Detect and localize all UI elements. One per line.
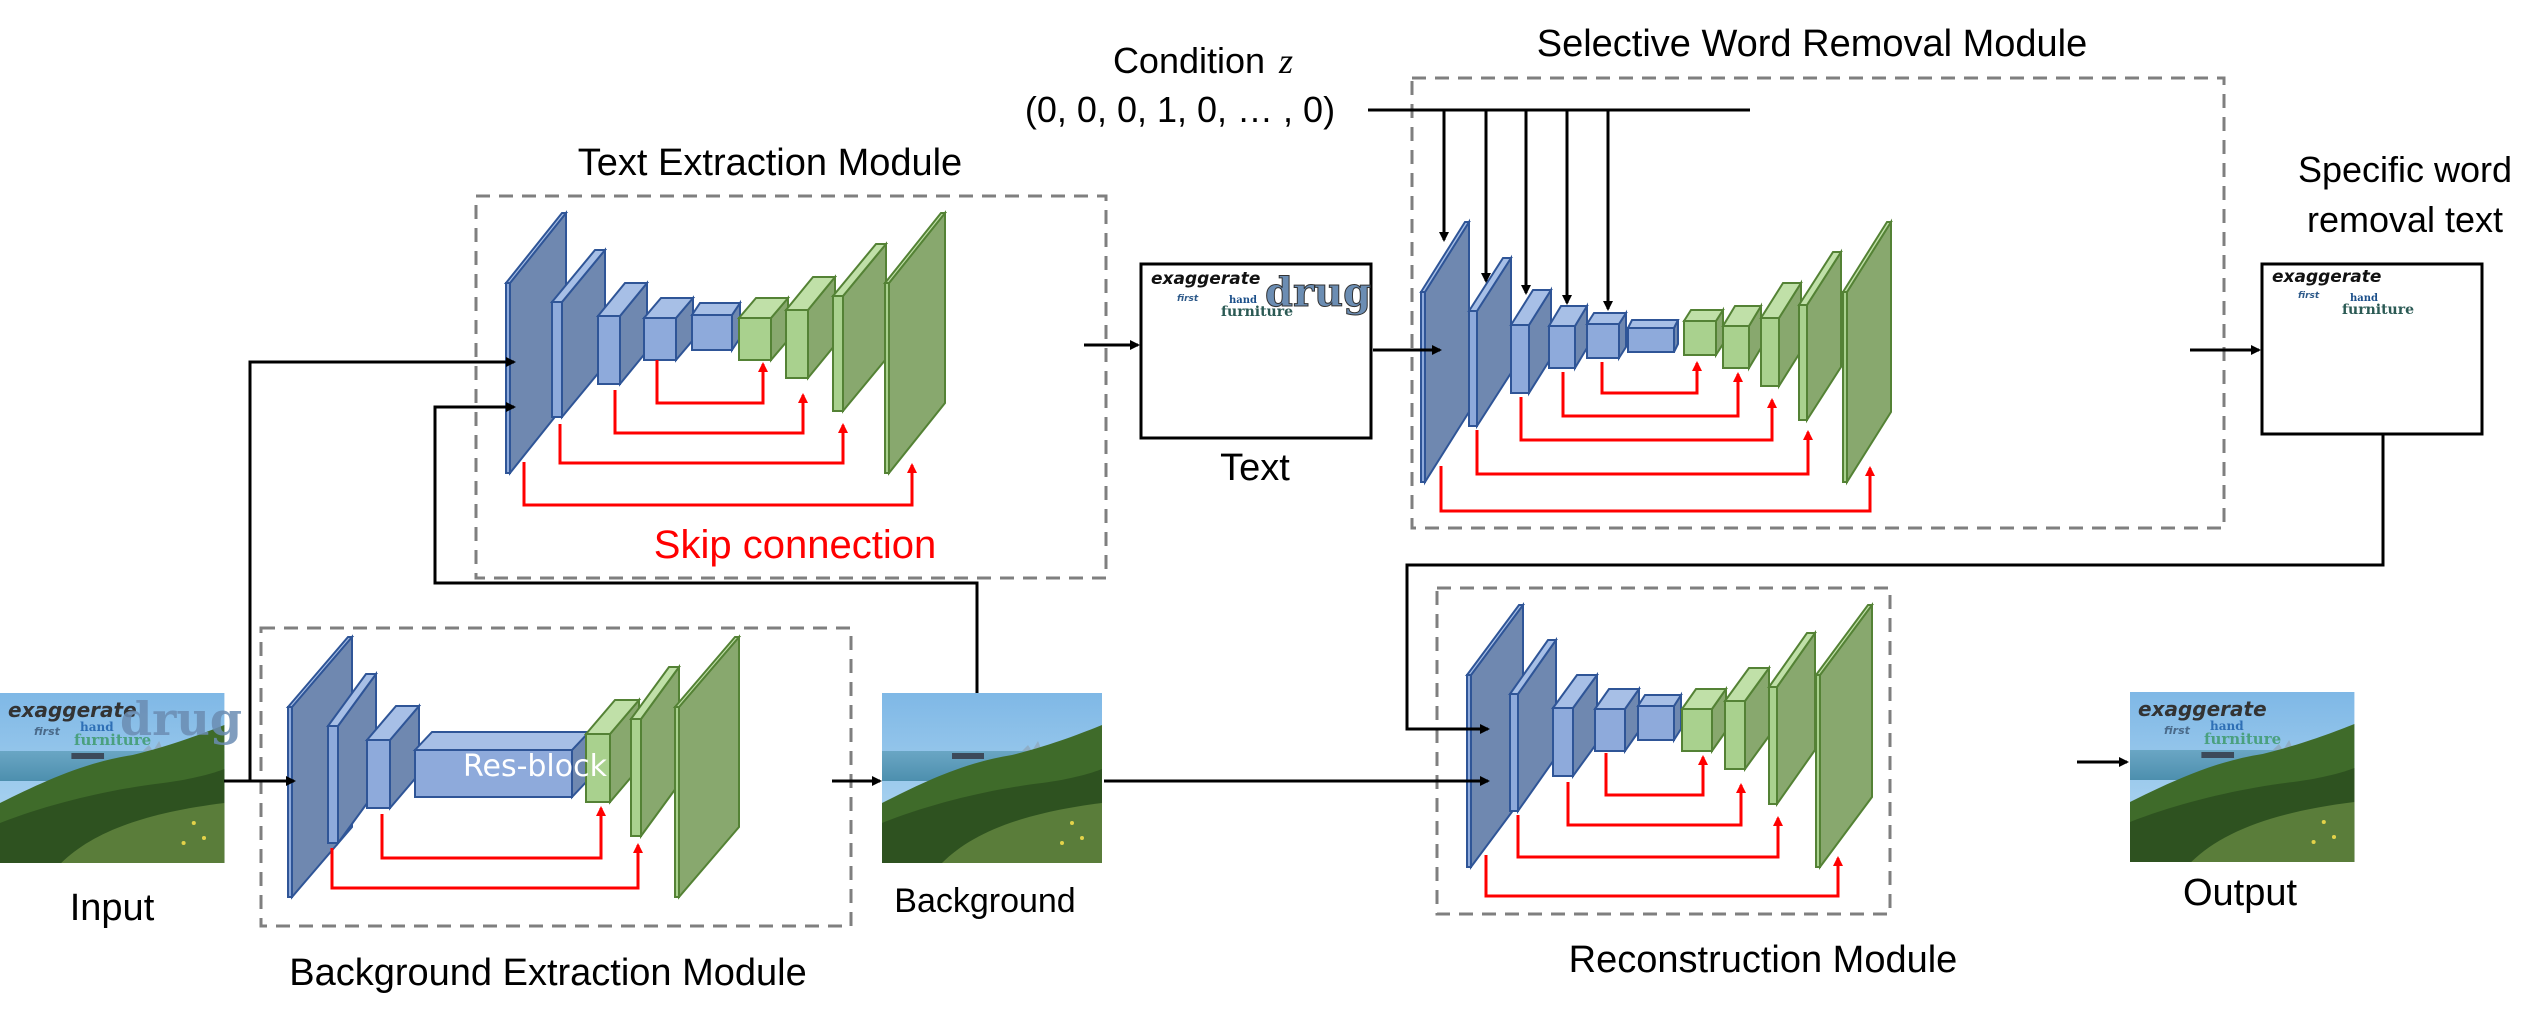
rc-enc-block-4: [1593, 685, 1641, 755]
te-skip-4: [522, 462, 917, 507]
condition-title: Condition z: [1113, 40, 1293, 81]
background-extraction-module-border: [259, 626, 853, 928]
background-label: Background: [894, 882, 1075, 920]
swr-enc-block-6: [1626, 319, 1680, 353]
word-exaggerate: exaggerate: [1151, 269, 1260, 289]
te-enc-block-4: [641, 295, 696, 363]
te-dec-block-2: [783, 274, 838, 381]
input-label: Input: [70, 887, 155, 929]
background-image: [882, 693, 1102, 863]
te-skip-1: [655, 360, 768, 405]
word-hand: hand: [1229, 295, 1257, 306]
word-furniture: furniture: [1221, 304, 1293, 320]
rc-enc-block-3: [1551, 671, 1599, 780]
swr-skip-3: [1519, 397, 1777, 442]
swr-skip-1: [1600, 361, 1702, 395]
text-label: Text: [1220, 447, 1290, 489]
swr-enc-block-3: [1509, 286, 1553, 397]
word-hand: hand: [2350, 293, 2378, 304]
specific-word-label-line1: Specific word: [2298, 149, 2512, 190]
be-skip-2: [330, 843, 643, 890]
rc-dec-block-1: [1680, 685, 1728, 755]
input-image: exaggerate drug first hand furniture: [0, 692, 242, 863]
flow-background-to-text-extraction: [433, 402, 979, 693]
word-first: first: [1177, 294, 1199, 304]
te-dec-block-4: [882, 210, 948, 476]
word-furniture: furniture: [74, 731, 151, 749]
word-first: first: [34, 725, 61, 738]
word-first: first: [2298, 291, 2320, 301]
swr-enc-block-2: [1467, 254, 1513, 430]
reconstruction-module-title: Reconstruction Module: [1569, 939, 1958, 981]
condition-title-text: Condition: [1113, 40, 1265, 81]
rc-dec-block-3: [1767, 629, 1817, 808]
swr-enc-block-1: [1419, 218, 1471, 486]
text-extraction-module-title: Text Extraction Module: [578, 142, 962, 184]
te-enc-block-2: [549, 247, 608, 420]
word-first: first: [2164, 724, 2191, 737]
be-skip-1: [380, 806, 606, 860]
rc-dec-block-4: [1814, 601, 1874, 871]
be-dec-block-2: [629, 663, 681, 840]
te-dec-block-3: [830, 241, 889, 414]
be-res-block: [412, 729, 592, 800]
rc-skip-1: [1604, 753, 1708, 797]
word-exaggerate: exaggerate: [8, 698, 137, 722]
swr-skip-4: [1475, 430, 1813, 476]
rc-skip-3: [1516, 815, 1783, 859]
rc-skip-4: [1484, 855, 1843, 898]
specific-word-label-line2: removal text: [2307, 199, 2503, 240]
te-enc-block-3: [595, 280, 650, 387]
rc-enc-block-5: [1636, 691, 1683, 744]
word-exaggerate: exaggerate: [2272, 267, 2381, 287]
word-hand: hand: [2210, 719, 2244, 733]
rc-enc-block-2: [1508, 636, 1558, 815]
output-image: exaggerate first hand furniture: [2130, 692, 2355, 862]
word-drug: drug: [1265, 269, 1371, 316]
swr-dec-block-4: [1797, 248, 1843, 424]
flow-specific-text-to-reconstruction: [1405, 434, 2385, 734]
word-exaggerate: exaggerate: [2138, 697, 2267, 721]
selective-removal-module-title: Selective Word Removal Module: [1537, 23, 2088, 65]
rc-skip-2: [1566, 782, 1746, 827]
specific-word-removal-image: exaggerate first hand furniture: [2260, 262, 2484, 436]
be-enc-block-3: [364, 703, 422, 811]
te-skip-2: [613, 390, 808, 435]
swr-enc-block-4: [1547, 302, 1589, 372]
background-extraction-module-title: Background Extraction Module: [289, 952, 807, 994]
condition-variable: z: [1278, 41, 1293, 81]
swr-dec-block-2: [1721, 302, 1763, 372]
te-dec-block-1: [736, 295, 791, 363]
word-drug: drug: [120, 692, 242, 746]
output-label: Output: [2183, 872, 2298, 914]
word-furniture: furniture: [2342, 302, 2414, 318]
text-image: exaggerate drug first hand furniture: [1139, 262, 1373, 440]
swr-dec-block-1: [1682, 306, 1725, 359]
swr-dec-block-5: [1841, 218, 1893, 486]
swr-enc-block-5: [1585, 309, 1628, 362]
te-skip-3: [558, 423, 848, 465]
be-dec-block-3: [672, 634, 742, 900]
word-hand: hand: [80, 720, 114, 734]
swr-skip-2: [1561, 372, 1743, 418]
condition-vector: (0, 0, 0, 1, 0, … , 0): [1025, 89, 1335, 130]
word-furniture: furniture: [2204, 730, 2281, 748]
rc-dec-block-2: [1723, 664, 1771, 773]
swr-skip-5: [1439, 466, 1875, 513]
skip-connection-label: Skip connection: [654, 523, 936, 567]
selective-removal-module-border: [1410, 76, 2226, 530]
swr-dec-block-3: [1759, 279, 1803, 390]
te-enc-block-5: [690, 299, 742, 354]
res-block-label: Res-block: [463, 749, 608, 784]
